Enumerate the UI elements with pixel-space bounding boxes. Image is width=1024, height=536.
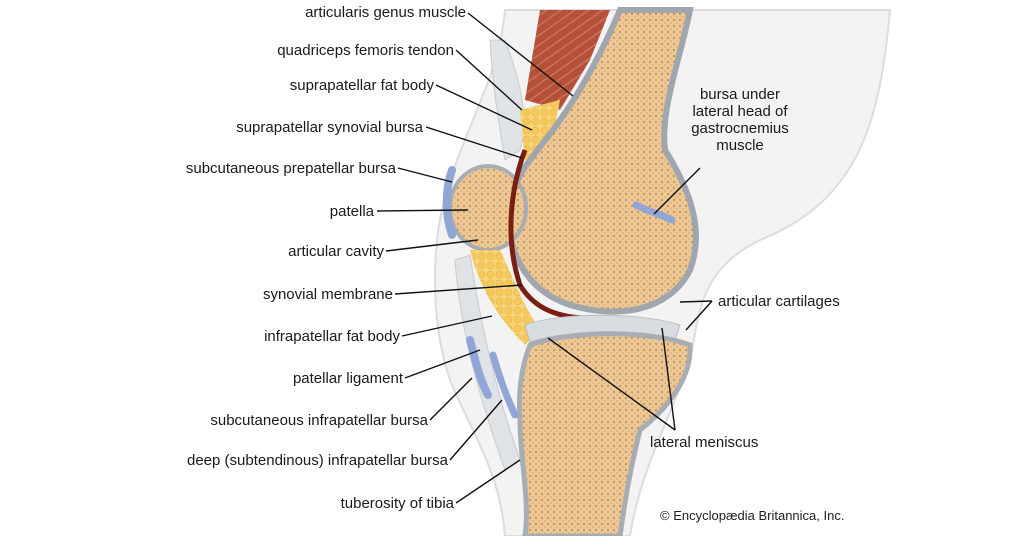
- quadriceps-tendon: [489, 39, 525, 161]
- label-patellar-ligament: patellar ligament: [292, 370, 403, 387]
- label-suprapatellar-bursa: suprapatellar synovial bursa: [236, 119, 423, 136]
- quadriceps-muscle: [525, 10, 610, 110]
- label-articular-cavity: articular cavity: [288, 243, 384, 260]
- tibia: [517, 331, 693, 536]
- femur: [506, 7, 699, 315]
- deep-infrapatellar-bursa: [489, 351, 519, 419]
- label-quadriceps-tendon: quadriceps femoris tendon: [277, 42, 454, 59]
- label-gastrocnemius-line1: bursa under: [699, 86, 781, 103]
- label-synovial-membrane: synovial membrane: [262, 286, 393, 303]
- label-tuberosity: tuberosity of tibia: [340, 495, 454, 512]
- label-deep-infrapatellar: deep (subtendinous) infrapatellar bursa: [187, 452, 448, 469]
- label-infrapatellar-fat: infrapatellar fat body: [264, 328, 400, 345]
- label-patella: patella: [329, 203, 374, 220]
- label-gastrocnemius-line2: lateral head of: [692, 103, 788, 120]
- copyright-notice: © Encyclopædia Britannica, Inc.: [660, 508, 845, 523]
- label-gastrocnemius-bursa: bursa under lateral head of gastrocnemiu…: [676, 86, 804, 154]
- label-subcut-infrapatellar: subcutaneous infrapatellar bursa: [210, 412, 428, 429]
- label-prepatellar-bursa: subcutaneous prepatellar bursa: [185, 160, 396, 177]
- label-lateral-meniscus: lateral meniscus: [650, 434, 759, 451]
- leader-lines: [376, 12, 713, 504]
- label-suprapatellar-fat: suprapatellar fat body: [289, 77, 434, 94]
- subcut-infrapatellar-bursa: [466, 336, 492, 399]
- label-articular-cartilages: articular cartilages: [718, 293, 840, 310]
- infrapatellar-fat: [470, 250, 540, 345]
- label-articularis-genus: articularis genus muscle: [305, 4, 466, 21]
- label-gastrocnemius-line3: gastrocnemius: [691, 120, 789, 137]
- prepatellar-bursa: [442, 166, 456, 239]
- label-gastrocnemius-line4: muscle: [716, 137, 764, 154]
